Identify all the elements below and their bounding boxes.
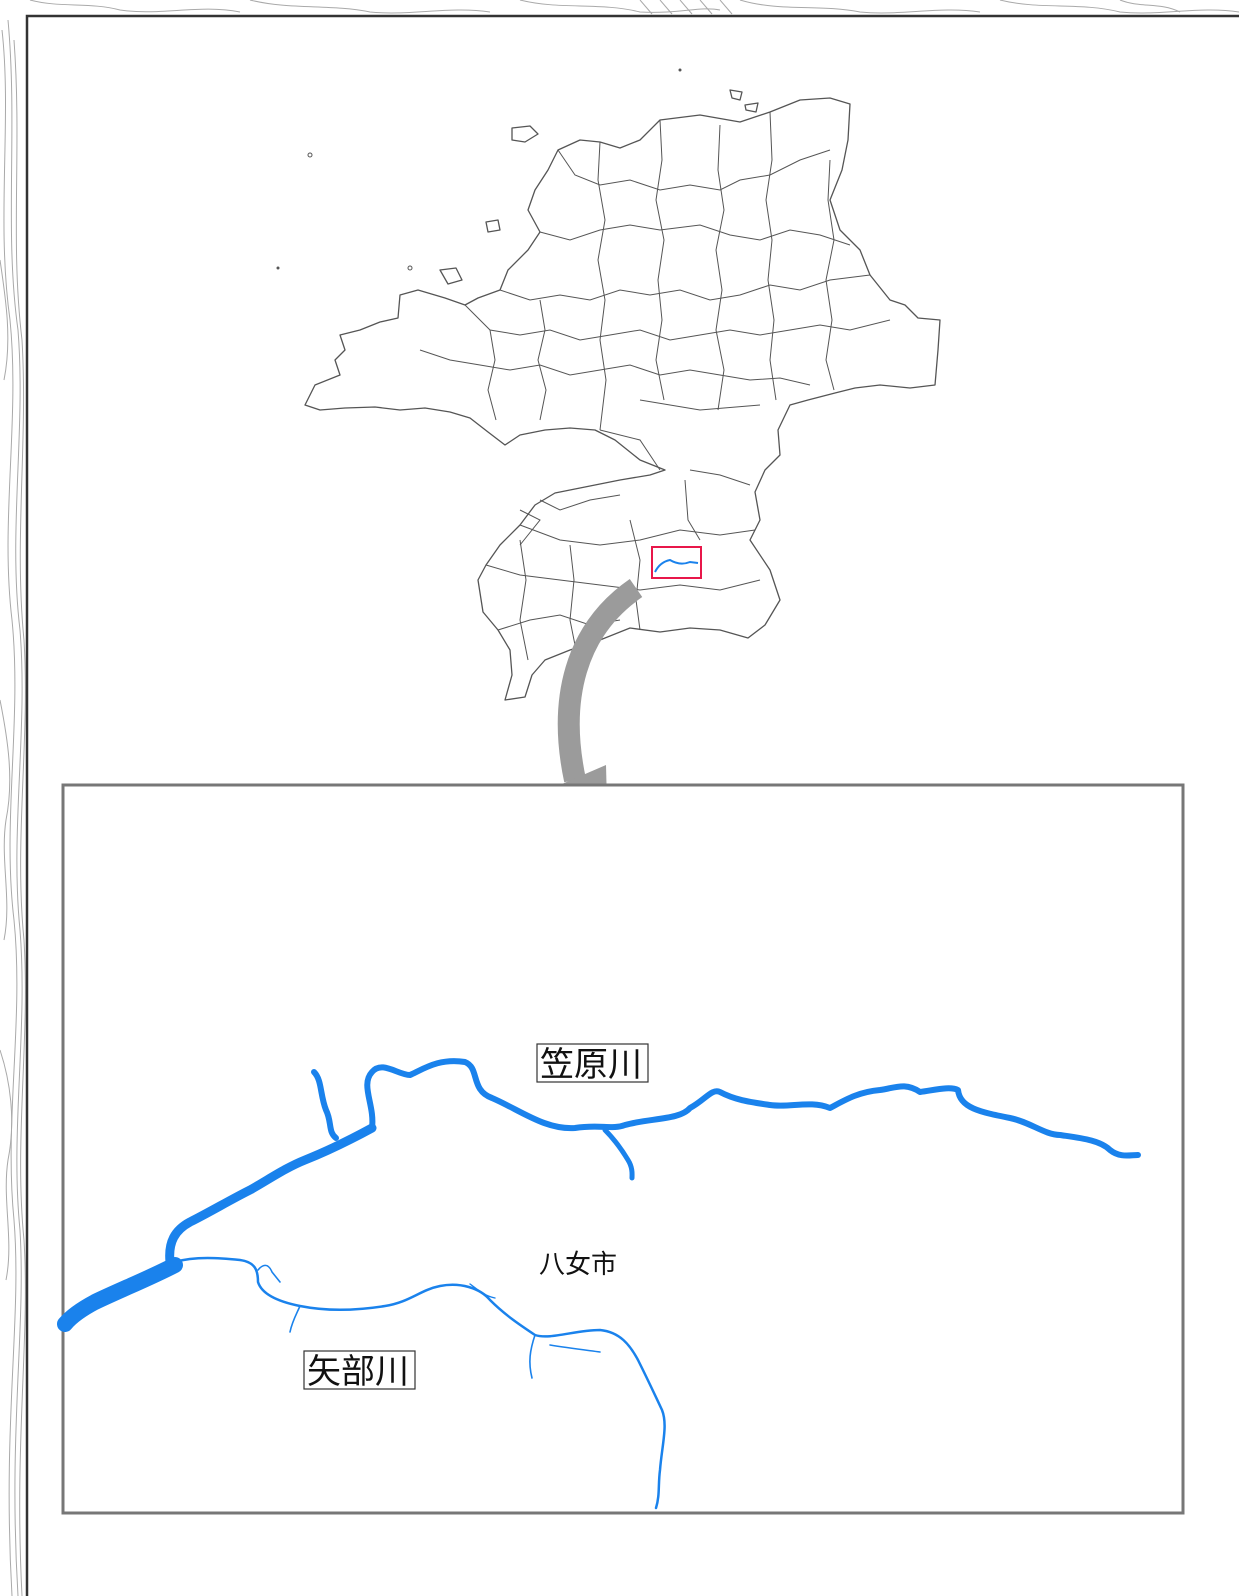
label-yabe: 矢部川 — [303, 1350, 416, 1392]
yabe-tributary-1 — [257, 1264, 281, 1283]
kasahara-tributary — [602, 1127, 635, 1181]
yabe-tributary-5 — [469, 1283, 496, 1299]
label-yabe-text: 矢部川 — [307, 1352, 409, 1392]
label-kasahara-text: 笠原川 — [540, 1045, 642, 1085]
yabe-tributary-4 — [549, 1344, 601, 1353]
yabe-tributary-2 — [289, 1305, 301, 1333]
northwest-tributary — [311, 1069, 339, 1141]
yabe-tributary-3 — [529, 1334, 536, 1379]
downstream-trunk — [165, 1123, 377, 1267]
label-yame-city: 八女市 — [539, 1250, 617, 1280]
downstream-trunk-wide — [57, 1257, 183, 1332]
detail-map — [57, 1058, 1141, 1510]
label-kasahara: 笠原川 — [536, 1043, 649, 1085]
study-area-highlight-box — [651, 546, 702, 579]
yabe-river-line — [173, 1256, 666, 1510]
kasahara-river-line — [364, 1058, 1141, 1159]
study-area-river-mini — [654, 558, 699, 573]
